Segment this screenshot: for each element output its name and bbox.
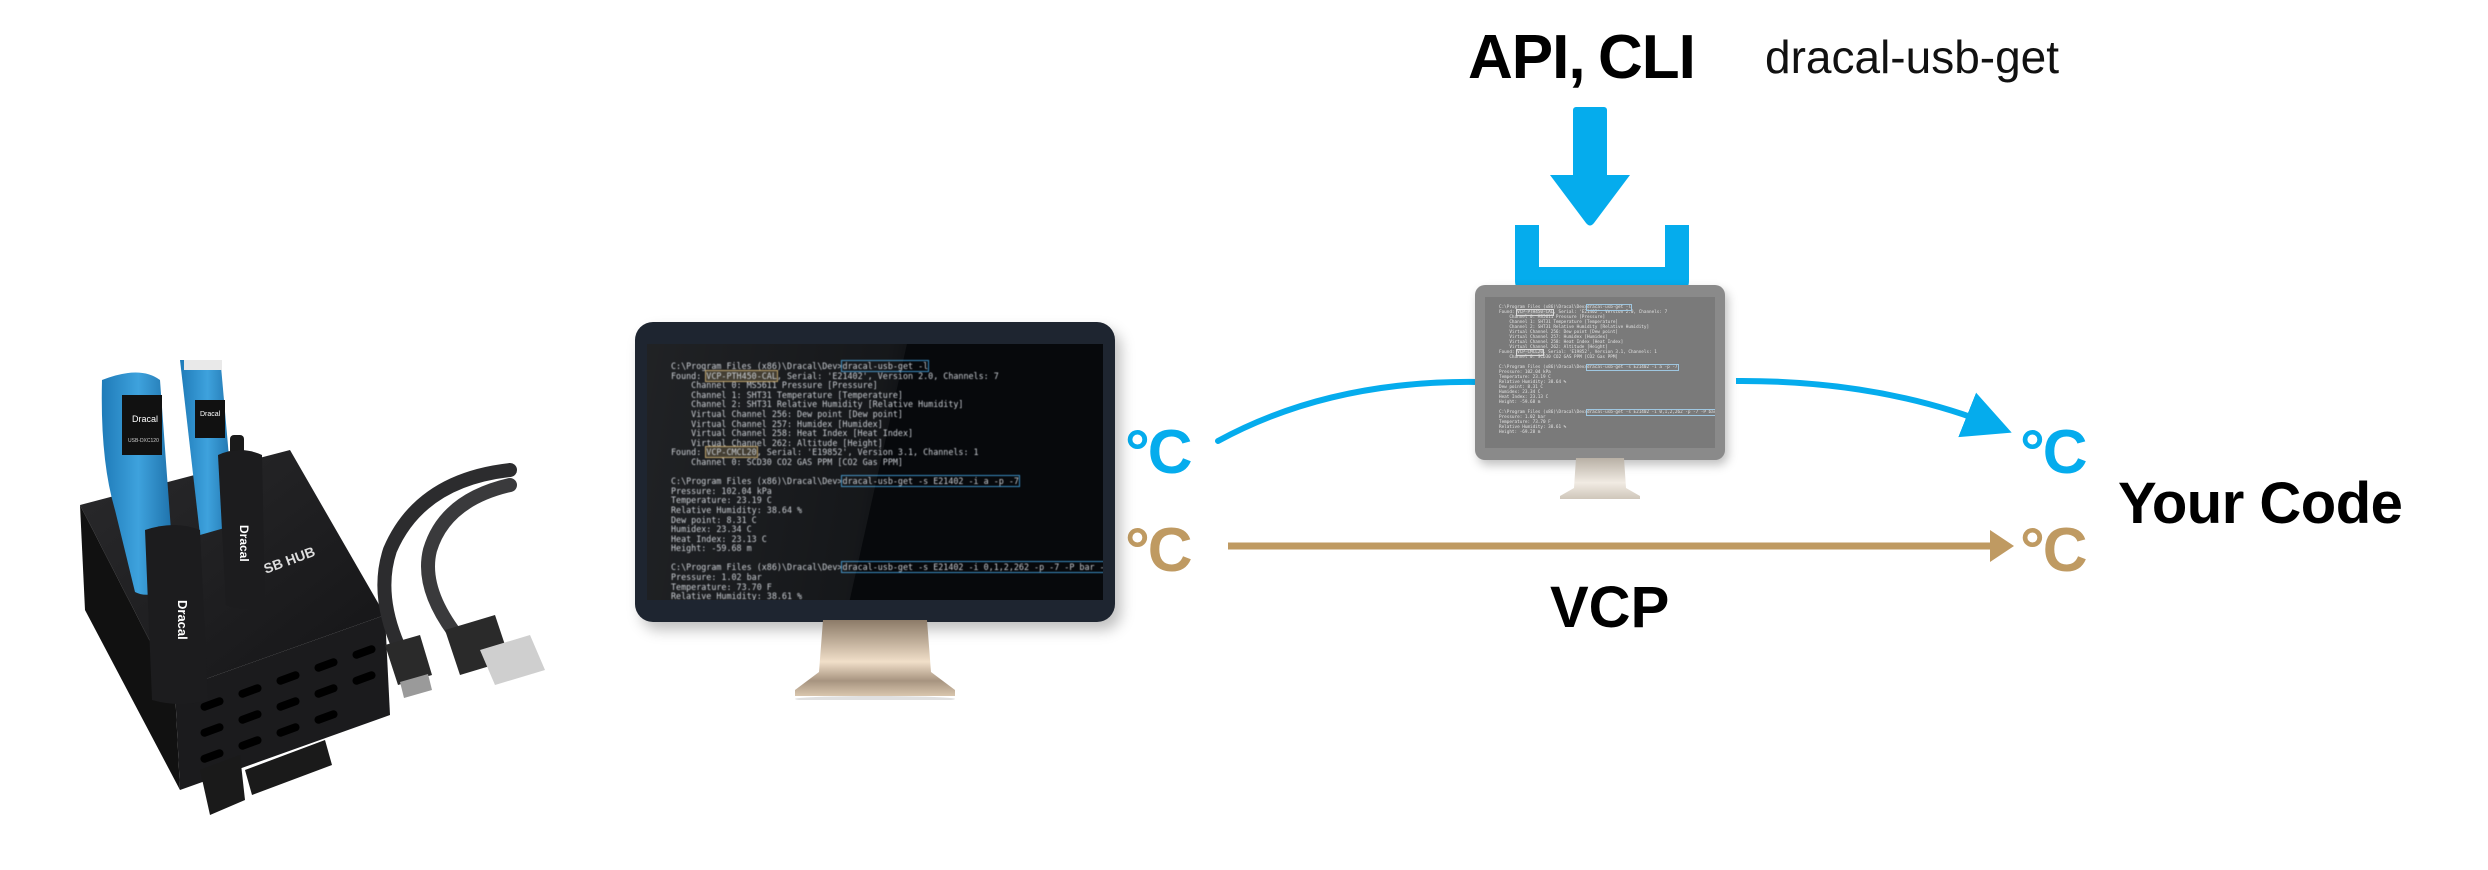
terminal-output-api: C:\Program Files (x86)\Dracal\Dev>dracal…	[1499, 304, 1715, 435]
terminal-line: Pressure: 1.02 bar	[1499, 415, 1546, 420]
celsius-dest-vcp: °C	[2020, 516, 2088, 585]
terminal-line: Virtual Channel 256: Dew point [Dew poin…	[1499, 330, 1618, 335]
terminal-line: Found: VCP-CMCL20, Serial: 'E19852', Ver…	[1499, 349, 1657, 356]
terminal-line: Virtual Channel 258: Heat Index [Heat In…	[1499, 340, 1624, 345]
terminal-line: Height: -59.68 m	[671, 543, 752, 554]
usb-hub-illustration: RT USB HUB Dracal USB-DXC120 Dracal Drac…	[80, 360, 545, 815]
terminal-line: Found: VCP-CMCL20, Serial: 'E19852', Ver…	[671, 446, 979, 459]
terminal-command: dracal-usb-get -l	[1585, 304, 1632, 311]
terminal-line: Heat Index: 23.13 C	[671, 533, 767, 544]
terminal-line: Humidex: 23.34 C	[671, 524, 752, 535]
terminal-line: Channel 1: SHT31 Temperature [Temperatur…	[671, 389, 903, 400]
monitor-stand	[795, 620, 955, 700]
terminal-line: Channel 0: SCD30 CO2 GAS PPM [CO2 Gas PP…	[671, 456, 903, 467]
cli-label: CLI	[1598, 23, 1696, 92]
terminal-line: Channel 2: SHT31 Relative Humidity [Rela…	[671, 399, 964, 410]
terminal-line: Relative Humidity: 38.61 %	[671, 591, 803, 600]
celsius-source-vcp: °C	[1125, 516, 1193, 585]
terminal-command: dracal-usb-get -l	[841, 360, 930, 372]
sensor-device-black-2: Dracal	[145, 525, 208, 704]
terminal-line: Pressure: 102.04 kPa	[1499, 370, 1551, 375]
api-arrow-in	[1215, 378, 1481, 444]
terminal-command: dracal-usb-get -s E21402 -i a -p -7	[841, 475, 1020, 488]
monitor-api: C:\Program Files (x86)\Dracal\Dev>dracal…	[1475, 285, 1725, 460]
terminal-line: Channel 0: MS5611 Pressure [Pressure]	[671, 380, 878, 391]
terminal-line: Dew point: 8.31 C	[671, 514, 757, 525]
terminal-line: Relative Humidity: 38.61 %	[1499, 425, 1567, 430]
your-code-label: Your Code	[2118, 471, 2403, 536]
terminal-line: C:\Program Files (x86)\Dracal\Dev>dracal…	[671, 360, 930, 372]
terminal-screen: C:\Program Files (x86)\Dracal\Dev>dracal…	[647, 344, 1103, 600]
terminal-line: Humidex: 23.34 C	[1499, 390, 1541, 395]
terminal-device-name: VCP-PTH450-CAL	[705, 369, 778, 382]
monitor-main: C:\Program Files (x86)\Dracal\Dev>dracal…	[635, 322, 1115, 622]
terminal-line: Virtual Channel 256: Dew point [Dew poin…	[671, 408, 903, 419]
terminal-line: Pressure: 102.04 kPa	[671, 485, 772, 496]
terminal-line: Virtual Channel 262: Altitude [Height]	[671, 437, 883, 448]
svg-text:Dracal: Dracal	[200, 411, 221, 418]
download-icon	[1515, 107, 1689, 285]
api-label: API,	[1468, 23, 1586, 92]
terminal-line: Relative Humidity: 38.64 %	[1499, 380, 1567, 385]
terminal-line: Heat Index: 23.13 C	[1499, 395, 1549, 400]
terminal-line: Found: VCP-PTH450-CAL, Serial: 'E21402',…	[671, 369, 999, 382]
terminal-line: Virtual Channel 257: Humidex [Humidex]	[671, 418, 883, 429]
terminal-command: dracal-usb-get -s E21402 -i 0,1,2,262 -p…	[1585, 409, 1715, 416]
celsius-dest-api: °C	[2020, 418, 2088, 487]
terminal-screen-api: C:\Program Files (x86)\Dracal\Dev>dracal…	[1485, 297, 1715, 448]
terminal-line: Virtual Channel 262: Altitude [Height]	[1499, 345, 1608, 350]
terminal-line: Temperature: 73.70 F	[671, 581, 772, 592]
terminal-line: C:\Program Files (x86)\Dracal\Dev>dracal…	[671, 561, 1103, 574]
terminal-line: Pressure: 1.02 bar	[671, 572, 762, 583]
terminal-line: Dew point: 8.31 C	[1499, 385, 1543, 390]
terminal-command: dracal-usb-get -s E21402 -i a -p -7	[1585, 364, 1679, 371]
terminal-device-name: VCP-CMCL20	[705, 446, 758, 459]
terminal-line: Temperature: 73.70 F	[1499, 420, 1551, 425]
terminal-line: Virtual Channel 257: Humidex [Humidex]	[1499, 335, 1608, 340]
monitor-stand-api	[1560, 458, 1640, 499]
terminal-line: Channel 2: SHT31 Relative Humidity [Rela…	[1499, 325, 1650, 330]
terminal-line: Temperature: 23.19 C	[1499, 375, 1551, 380]
terminal-line: Height: -59.68 m	[1499, 400, 1541, 405]
terminal-output: C:\Program Files (x86)\Dracal\Dev>dracal…	[671, 360, 1103, 600]
terminal-line: Found: VCP-PTH450-CAL, Serial: 'E21402',…	[1499, 309, 1668, 316]
terminal-line: C:\Program Files (x86)\Dracal\Dev>dracal…	[671, 475, 1020, 488]
terminal-line: C:\Program Files (x86)\Dracal\Dev>dracal…	[1499, 364, 1679, 371]
svg-text:Dracal: Dracal	[175, 600, 190, 640]
terminal-line: Channel 0: SCD30 CO2 GAS PPM [CO2 Gas PP…	[1499, 355, 1618, 360]
terminal-line: Height: -69.28 m	[1499, 430, 1541, 435]
terminal-device-name: VCP-PTH450-CAL	[1516, 309, 1555, 316]
sensor-device-black-1: Dracal	[218, 435, 265, 609]
terminal-line: Relative Humidity: 38.64 %	[671, 504, 803, 515]
terminal-line: C:\Program Files (x86)\Dracal\Dev>dracal…	[1499, 304, 1632, 311]
terminal-device-name: VCP-CMCL20	[1516, 349, 1544, 356]
cli-command-label: dracal-usb-get	[1765, 31, 2060, 83]
celsius-source-api: °C	[1125, 418, 1193, 487]
terminal-line: C:\Program Files (x86)\Dracal\Dev>dracal…	[1499, 409, 1715, 416]
terminal-command: dracal-usb-get -s E21402 -i 0,1,2,262 -p…	[841, 561, 1103, 574]
vcp-label: VCP	[1550, 575, 1670, 640]
svg-text:USB-DXC120: USB-DXC120	[128, 438, 159, 444]
svg-text:Dracal: Dracal	[237, 525, 251, 562]
api-arrow-out	[1735, 377, 2012, 438]
svg-text:Dracal: Dracal	[132, 414, 158, 424]
usb-cable-icon	[377, 463, 545, 698]
terminal-line: Channel 1: SHT31 Temperature [Temperatur…	[1499, 320, 1618, 325]
terminal-line: Channel 0: MS5611 Pressure [Pressure]	[1499, 315, 1606, 320]
vcp-arrow-head	[1990, 530, 2014, 562]
terminal-line: Temperature: 23.19 C	[671, 495, 772, 506]
terminal-line: Virtual Channel 258: Heat Index [Heat In…	[671, 428, 914, 439]
